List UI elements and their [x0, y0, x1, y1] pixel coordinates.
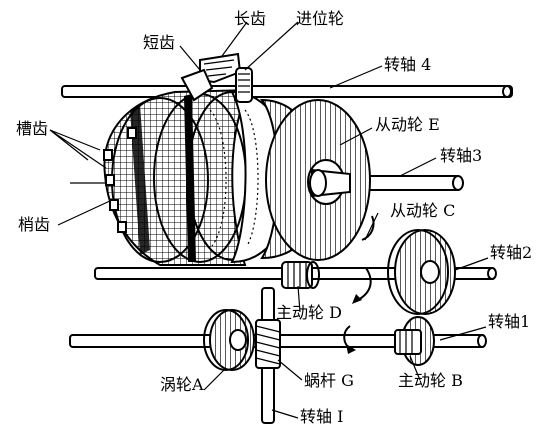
label-shaft-i: 转轴 I	[300, 407, 343, 426]
label-shaft-1: 转轴1	[488, 312, 530, 331]
calculating-drum	[103, 88, 371, 266]
short-tooth	[180, 68, 214, 102]
label-slot-tooth: 槽齿	[16, 119, 48, 138]
worm-g	[255, 319, 281, 369]
driven-wheel-c	[387, 229, 456, 315]
label-shaft-2: 转轴2	[490, 243, 532, 262]
drive-wheel-d	[281, 261, 320, 289]
label-short-tooth: 短齿	[143, 33, 175, 52]
label-long-tooth: 长齿	[234, 9, 266, 28]
label-driven-wheel-e: 从动轮 E	[375, 115, 440, 134]
label-driven-wheel-c: 从动轮 C	[390, 201, 455, 220]
shaft-4	[61, 85, 513, 98]
worm-wheel-a	[203, 309, 255, 371]
drive-wheel-b	[394, 316, 435, 366]
slot-tooth-teeth	[103, 127, 137, 233]
label-drive-wheel-d: 主动轮 D	[276, 303, 342, 322]
label-carry-wheel: 进位轮	[296, 9, 344, 28]
leader-lines	[49, 21, 489, 419]
carry-mechanism	[180, 52, 253, 103]
label-drive-wheel-b: 主动轮 B	[398, 371, 463, 390]
label-pin-tooth: 梢齿	[18, 215, 50, 234]
label-worm-g: 蜗杆 G	[304, 371, 354, 390]
rotation-arrows	[343, 215, 375, 354]
carry-wheel	[235, 67, 253, 103]
label-worm-wheel-a: 涡轮A	[160, 375, 204, 394]
label-shaft-4: 转轴 4	[384, 55, 431, 74]
label-shaft-3: 转轴3	[440, 146, 482, 165]
